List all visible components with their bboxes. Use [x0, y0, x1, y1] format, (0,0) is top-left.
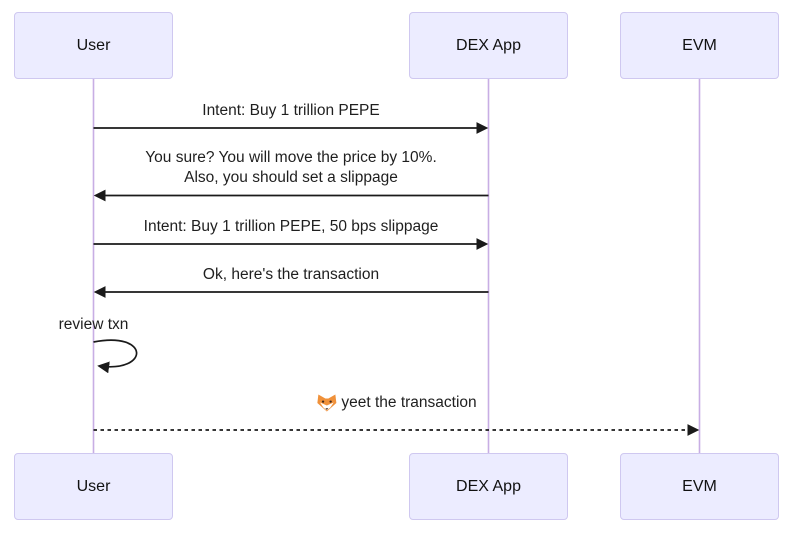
message-label-4: Ok, here's the transaction — [202, 266, 380, 283]
self-loop-label: review txn — [58, 316, 129, 333]
message-label-2-line-1: You sure? You will move the price by 10%… — [145, 149, 437, 166]
actor-label-user: User — [76, 477, 111, 495]
actor-label-evm: EVM — [682, 477, 717, 495]
actor-label-user: User — [76, 36, 111, 54]
message-label-6-text: yeet the transaction — [341, 394, 477, 411]
actor-box-user-top: User — [14, 12, 173, 79]
message-label-1: Intent: Buy 1 trillion PEPE — [202, 102, 380, 119]
actor-label-dex-app: DEX App — [456, 36, 521, 54]
actor-box-dex-app-bottom: DEX App — [409, 453, 568, 520]
actor-box-evm-top: EVM — [620, 12, 779, 79]
actor-box-dex-app-top: DEX App — [409, 12, 568, 79]
self-loop-arrow — [93, 339, 138, 374]
message-label-3: Intent: Buy 1 trillion PEPE, 50 bps slip… — [143, 218, 439, 235]
actor-box-user-bottom: User — [14, 453, 173, 520]
actor-box-evm-bottom: EVM — [620, 453, 779, 520]
actor-label-evm: EVM — [682, 36, 717, 54]
fox-icon — [316, 394, 336, 412]
actor-label-dex-app: DEX App — [456, 477, 521, 495]
message-label-2: You sure? You will move the price by 10%… — [145, 148, 437, 187]
message-label-2-line-2: Also, you should set a slippage — [184, 168, 398, 186]
message-label-6: yeet the transaction — [316, 393, 477, 413]
